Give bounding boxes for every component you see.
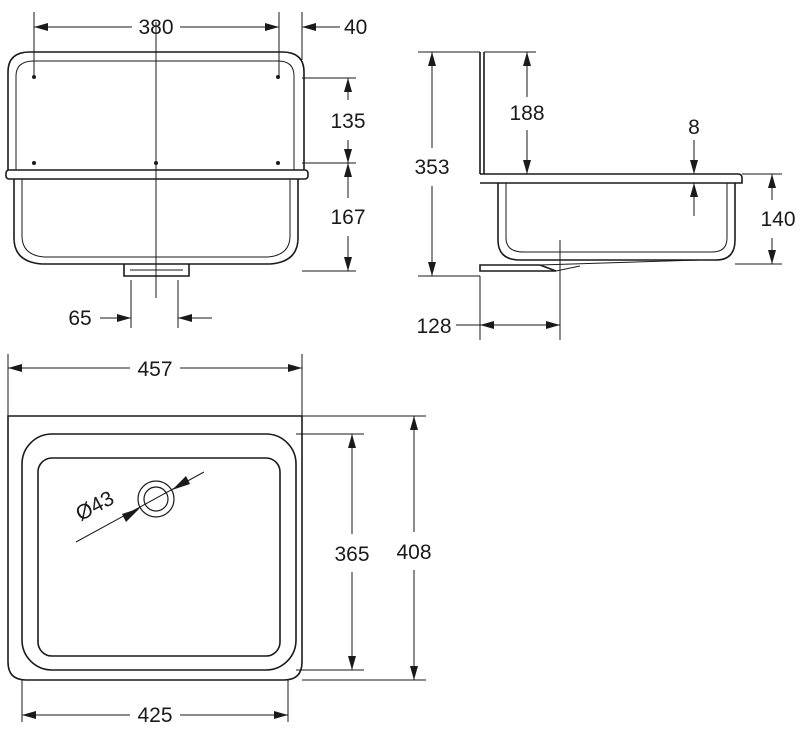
drain-outer	[137, 480, 175, 518]
front-view: 380 40 135 167 65	[5, 12, 367, 330]
mounting-hole	[276, 161, 280, 165]
dim-side-total-height: 353	[414, 156, 449, 179]
dim-front-width: 380	[138, 16, 173, 39]
dim-front-backsplash-height: 135	[330, 110, 365, 133]
dim-top-outer-width: 457	[137, 358, 172, 381]
dim-side-bowl-height: 140	[760, 208, 795, 231]
side-bracket	[479, 264, 557, 272]
dim-side-outlet-offset: 128	[416, 315, 451, 338]
top-view: 457 Ø43 365 408 425	[7, 354, 432, 727]
side-bowl	[497, 183, 736, 261]
side-view: 353 188 8 140 128	[414, 51, 796, 340]
dim-side-backsplash: 188	[509, 102, 544, 125]
mounting-hole	[32, 161, 36, 165]
dim-top-drain-diameter: Ø43	[72, 487, 118, 526]
drain-inner	[143, 486, 169, 512]
top-outer-outline	[7, 415, 303, 681]
dim-front-bowl-depth: 167	[330, 206, 365, 229]
front-backsplash-inner	[15, 60, 295, 170]
dim-top-inner-width: 425	[137, 704, 172, 727]
top-bowl-outer	[21, 433, 297, 671]
dim-front-outlet-width: 65	[68, 307, 91, 330]
side-rim	[480, 173, 743, 184]
dim-top-inner-depth: 365	[334, 543, 369, 566]
dim-front-flange: 40	[344, 16, 367, 39]
dim-side-rim: 8	[688, 116, 700, 139]
dim-top-outer-depth: 408	[396, 541, 431, 564]
top-bowl-inner	[37, 457, 281, 657]
front-rim	[5, 169, 309, 180]
